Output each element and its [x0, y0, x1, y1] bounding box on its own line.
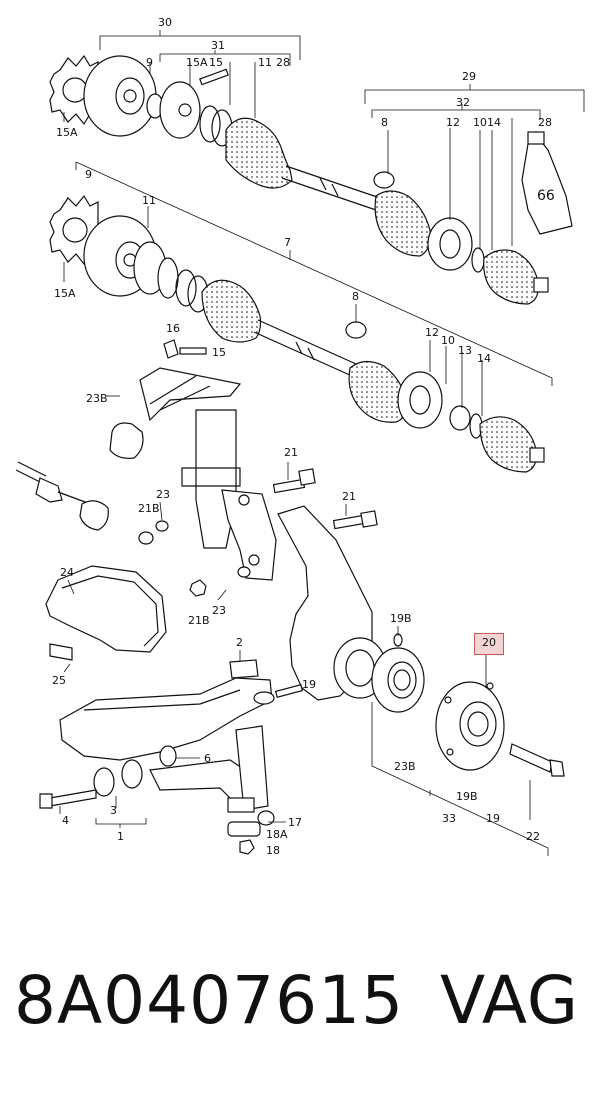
callout-14: 14 [487, 116, 501, 129]
callout-11: 11 [258, 56, 272, 69]
callout-14: 14 [477, 352, 491, 365]
callout-labels: 30 31 9 15A 15 11 28 15A 29 32 8 12 10 1… [52, 16, 555, 857]
callout-33: 33 [442, 812, 456, 825]
callout-23: 23 [212, 604, 226, 617]
callout-11: 11 [142, 194, 156, 207]
callout-16: 16 [166, 322, 180, 335]
callout-28: 28 [538, 116, 552, 129]
callout-2: 2 [236, 636, 243, 649]
callout-19: 19 [486, 812, 500, 825]
callout-13: 13 [458, 344, 472, 357]
callout-18a: 18A [266, 828, 288, 841]
callout-21: 21 [342, 490, 356, 503]
callout-9: 9 [146, 56, 153, 69]
lower-arm-and-shield [39, 565, 275, 855]
callout-15a: 15A [186, 56, 208, 69]
callout-23b: 23B [86, 392, 108, 405]
callout-12: 12 [425, 326, 439, 339]
callout-19b: 19B [456, 790, 478, 803]
lower-driveshaft-assembly [49, 161, 553, 473]
callout-6: 6 [204, 752, 211, 765]
callout-21: 21 [284, 446, 298, 459]
callout-3: 3 [110, 804, 117, 817]
callout-18: 18 [266, 844, 280, 857]
callout-15a: 15A [56, 126, 78, 139]
callout-23: 23 [156, 488, 170, 501]
callout-25: 25 [52, 674, 66, 687]
callout-12: 12 [446, 116, 460, 129]
callout-7: 7 [284, 236, 291, 249]
part-20-highlight [474, 633, 504, 655]
callout-29: 29 [462, 70, 476, 83]
callout-17: 17 [288, 816, 302, 829]
tube-label: 66 [537, 188, 555, 204]
callout-9: 9 [85, 168, 92, 181]
callout-4: 4 [62, 814, 69, 827]
callout-20-highlighted: 20 [482, 636, 496, 649]
callout-21b: 21B [188, 614, 210, 627]
callout-32: 32 [456, 96, 470, 109]
callout-28: 28 [276, 56, 290, 69]
strut-and-knuckle [15, 367, 565, 856]
brand-name: VAG [440, 962, 580, 1039]
callout-15: 15 [212, 346, 226, 359]
callout-22: 22 [526, 830, 540, 843]
callout-10: 10 [441, 334, 455, 347]
callout-10: 10 [473, 116, 487, 129]
callout-8: 8 [381, 116, 388, 129]
callout-8: 8 [352, 290, 359, 303]
callout-24: 24 [60, 566, 74, 579]
part-number: 8A0407615 [14, 962, 405, 1039]
callout-23b: 23B [394, 760, 416, 773]
callout-19b: 19B [390, 612, 412, 625]
callout-1: 1 [117, 830, 124, 843]
leader-lines [59, 112, 399, 823]
upper-driveshaft-assembly [49, 30, 585, 305]
callout-19: 19 [302, 678, 316, 691]
callout-15: 15 [209, 56, 223, 69]
callout-21b: 21B [138, 502, 160, 515]
callout-31: 31 [211, 39, 225, 52]
callout-15a: 15A [54, 287, 76, 300]
callout-30: 30 [158, 16, 172, 29]
